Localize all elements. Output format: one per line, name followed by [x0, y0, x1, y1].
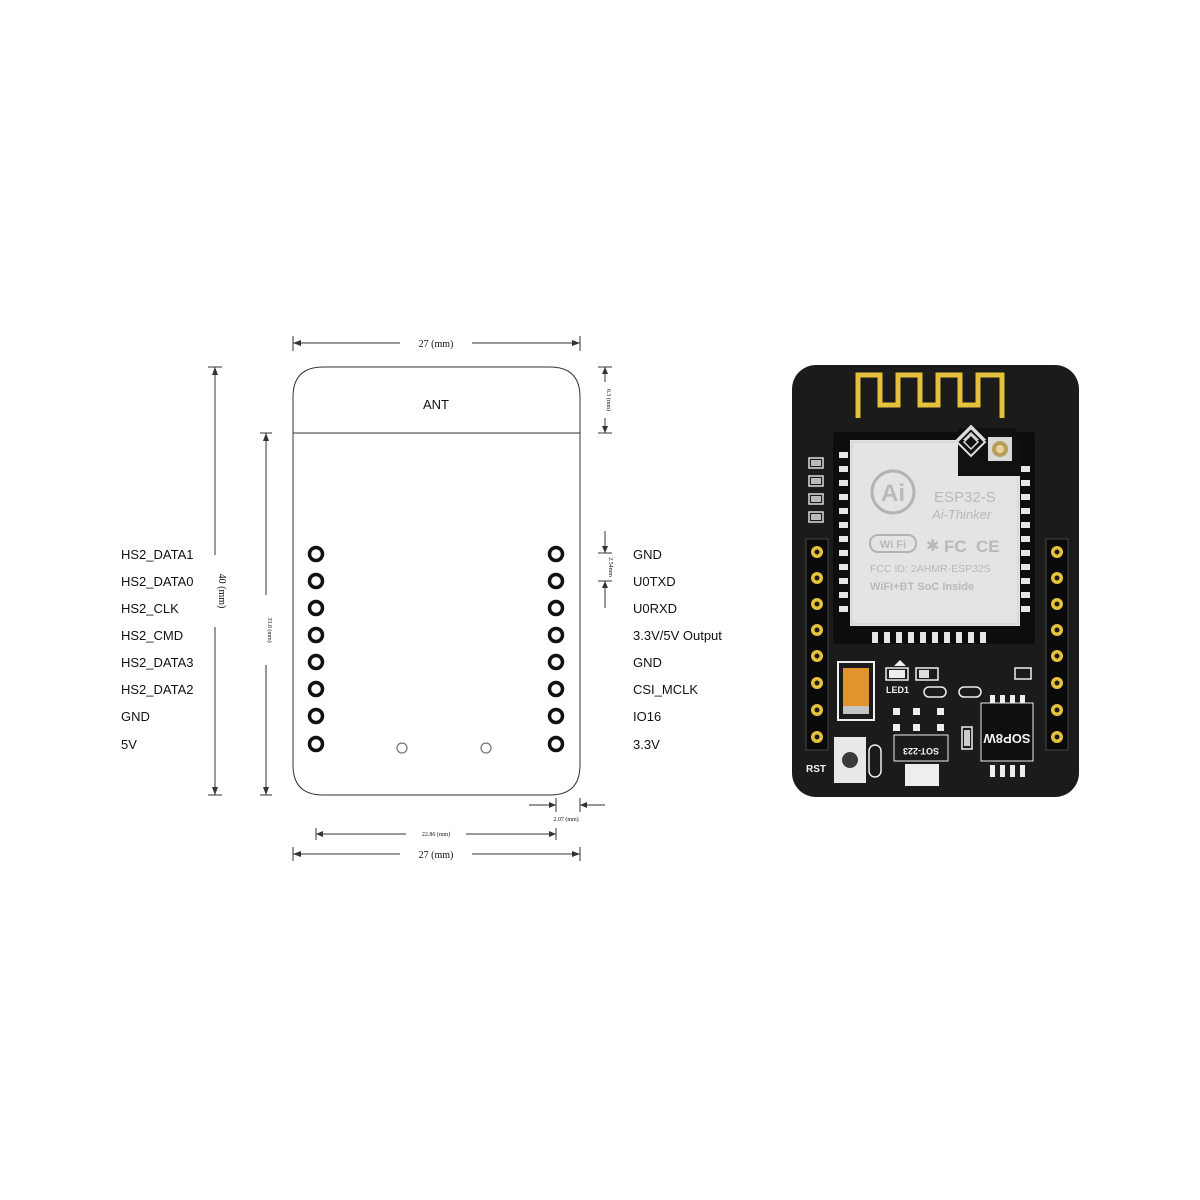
smd-resistor	[1014, 667, 1032, 680]
smd-resistor	[961, 726, 973, 750]
pin-hole	[547, 626, 565, 644]
pin-label: CSI_MCLK	[633, 682, 698, 697]
pin-hole	[547, 707, 565, 725]
soc-text: WiFi+BT SoC Inside	[870, 581, 974, 593]
tantalum-capacitor	[837, 661, 875, 721]
pin-label: U0RXD	[633, 601, 677, 616]
dim-top-offset: 6.3 (mm)	[598, 366, 612, 434]
left-pin-labels: HS2_DATA1 HS2_DATA0 HS2_CLK HS2_CMD HS2_…	[121, 547, 194, 752]
pin-hole	[307, 572, 325, 590]
module-name: ESP32-S	[934, 489, 996, 506]
board-photo: Ai ESP32-S Ai-Thinker Wi Fi ✱ FC CE FCC …	[792, 365, 1079, 797]
dim-pin-pitch-label: 2.54mm	[607, 557, 613, 577]
pin-hole	[307, 680, 325, 698]
pin-label: 3.3V	[633, 737, 660, 752]
shield-corner-icon	[955, 426, 1012, 461]
bluetooth-icon: ✱	[926, 538, 939, 555]
left-header-pins	[307, 545, 325, 753]
dim-pin-span: 22.86 (mm)	[315, 828, 557, 840]
sop-label: SOP8W	[983, 731, 1031, 746]
fcc-id: FCC ID: 2AHMR-ESP32S	[870, 563, 991, 575]
sop8w-chip: SOP8W	[980, 695, 1034, 777]
svg-text:Ai: Ai	[881, 480, 905, 507]
dim-width-bottom-label: 27 (mm)	[419, 850, 454, 861]
pin-label: HS2_CLK	[121, 601, 179, 616]
pin-hole	[547, 735, 565, 753]
dim-top-offset-label: 6.3 (mm)	[605, 389, 612, 411]
dim-pin-span-label: 22.86 (mm)	[422, 831, 450, 838]
smd-transistors	[893, 708, 944, 731]
right-pin-labels: GND U0TXD U0RXD 3.3V/5V Output GND CSI_M…	[633, 547, 722, 752]
smd-resistor	[923, 686, 947, 698]
ce-mark: CE	[976, 537, 1000, 556]
dim-width-top: 27 (mm)	[292, 335, 581, 351]
pin-hole	[547, 545, 565, 563]
pin-label: HS2_DATA0	[121, 574, 194, 589]
svg-text:Wi Fi: Wi Fi	[880, 539, 906, 551]
pin-label: 3.3V/5V Output	[633, 628, 722, 643]
pin-label: GND	[633, 547, 662, 562]
dim-height-total-label: 40 (mm)	[216, 574, 227, 609]
module-pads	[839, 452, 1030, 643]
right-header	[1045, 538, 1069, 751]
dim-height-pins-label: 33.8 (mm)	[266, 617, 273, 642]
mounting-hole	[396, 742, 408, 754]
pin-label: GND	[633, 655, 662, 670]
wifi-badge: Wi Fi	[869, 534, 917, 553]
sot-label: SOT-223	[903, 746, 939, 756]
dim-edge-offset: 2.07 (mm)	[529, 798, 605, 823]
mounting-hole	[480, 742, 492, 754]
pin-hole	[307, 707, 325, 725]
pin-hole	[307, 626, 325, 644]
dim-edge-offset-label: 2.07 (mm)	[553, 816, 578, 823]
antenna-label: ANT	[423, 397, 449, 412]
pin-label: IO16	[633, 709, 661, 724]
dim-height-pins: 33.8 (mm)	[260, 432, 273, 796]
rst-label: RST	[806, 764, 826, 775]
rst-button: RST	[806, 737, 882, 783]
module-brand: Ai-Thinker	[931, 507, 992, 522]
smd-resistor	[958, 686, 982, 698]
right-header-pins	[547, 545, 565, 753]
pin-label: HS2_DATA2	[121, 682, 194, 697]
pin-hole	[547, 572, 565, 590]
pin-label: U0TXD	[633, 574, 676, 589]
pin-label: GND	[121, 709, 150, 724]
led1-label: LED1	[886, 685, 909, 695]
pin-label: HS2_CMD	[121, 628, 183, 643]
dim-pin-pitch: 2.54mm	[598, 531, 613, 608]
dim-height-total: 40 (mm)	[208, 366, 227, 796]
board-outline	[292, 366, 581, 796]
smd-components-top-left	[808, 457, 824, 523]
fcc-mark: FC	[944, 537, 967, 556]
pin-hole	[307, 653, 325, 671]
pin-label: HS2_DATA1	[121, 547, 194, 562]
dim-width-top-label: 27 (mm)	[419, 339, 454, 350]
left-header	[805, 538, 829, 751]
pin-label: 5V	[121, 737, 137, 752]
dimension-drawing: ANT 27 (mm) 27 (mm)	[121, 335, 722, 861]
pin-hole	[307, 735, 325, 753]
pcb-antenna-icon	[855, 372, 1005, 418]
sot223-regulator: SOT-223	[893, 734, 949, 786]
pin-hole	[547, 599, 565, 617]
pin-hole	[547, 653, 565, 671]
pin-hole	[547, 680, 565, 698]
pin-label: HS2_DATA3	[121, 655, 194, 670]
ai-logo: Ai	[870, 469, 916, 515]
pin-hole	[307, 545, 325, 563]
led1: LED1	[885, 660, 939, 695]
dim-width-bottom: 27 (mm)	[292, 846, 581, 861]
pin-hole	[307, 599, 325, 617]
